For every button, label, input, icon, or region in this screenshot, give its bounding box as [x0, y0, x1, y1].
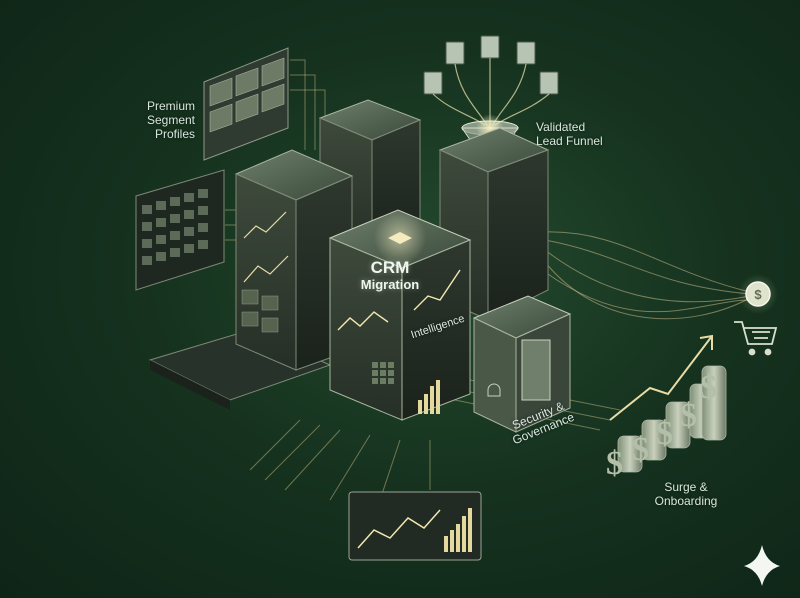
document-icon: [423, 35, 559, 95]
server-cluster: [234, 99, 572, 433]
coin-stacks: $ $ $ $ $: [606, 365, 727, 482]
media-grid-panel: [135, 169, 225, 291]
crm-migration-title: CRM Migration: [340, 258, 440, 292]
premium-segment-profiles-label: Premium Segment Profiles: [139, 99, 195, 141]
funnel-label-line-2: Lead Funnel: [536, 134, 603, 148]
funnel-label-line-1: Validated: [536, 120, 586, 134]
validated-lead-funnel-label: Validated Lead Funnel: [536, 120, 603, 148]
surge-arrow: [609, 334, 713, 421]
profiles-panel: [203, 47, 289, 161]
premium-label-line-1: Premium: [146, 99, 195, 113]
svg-text:$: $: [680, 397, 697, 434]
crm-title-line-1: CRM: [370, 258, 410, 277]
shopping-cart-icon: [734, 321, 778, 356]
premium-label-line-3: Profiles: [154, 127, 195, 141]
bottom-chart-panel: [348, 491, 482, 561]
dollar-coin-icon: $: [738, 274, 778, 314]
svg-text:$: $: [632, 431, 649, 468]
documents-group: [423, 35, 559, 126]
sparkle-icon: [744, 545, 780, 586]
svg-text:$: $: [606, 445, 623, 482]
crm-title-line-2: Migration: [360, 277, 420, 292]
surge-label-line-2: Onboarding: [654, 494, 718, 508]
premium-label-line-2: Segment: [146, 113, 195, 127]
svg-text:$: $: [656, 415, 673, 452]
surge-label-line-1: Surge &: [664, 480, 708, 494]
surge-onboarding-label: Surge & Onboarding: [648, 480, 724, 508]
flow-lines: [544, 231, 751, 320]
svg-text:$: $: [700, 369, 717, 406]
